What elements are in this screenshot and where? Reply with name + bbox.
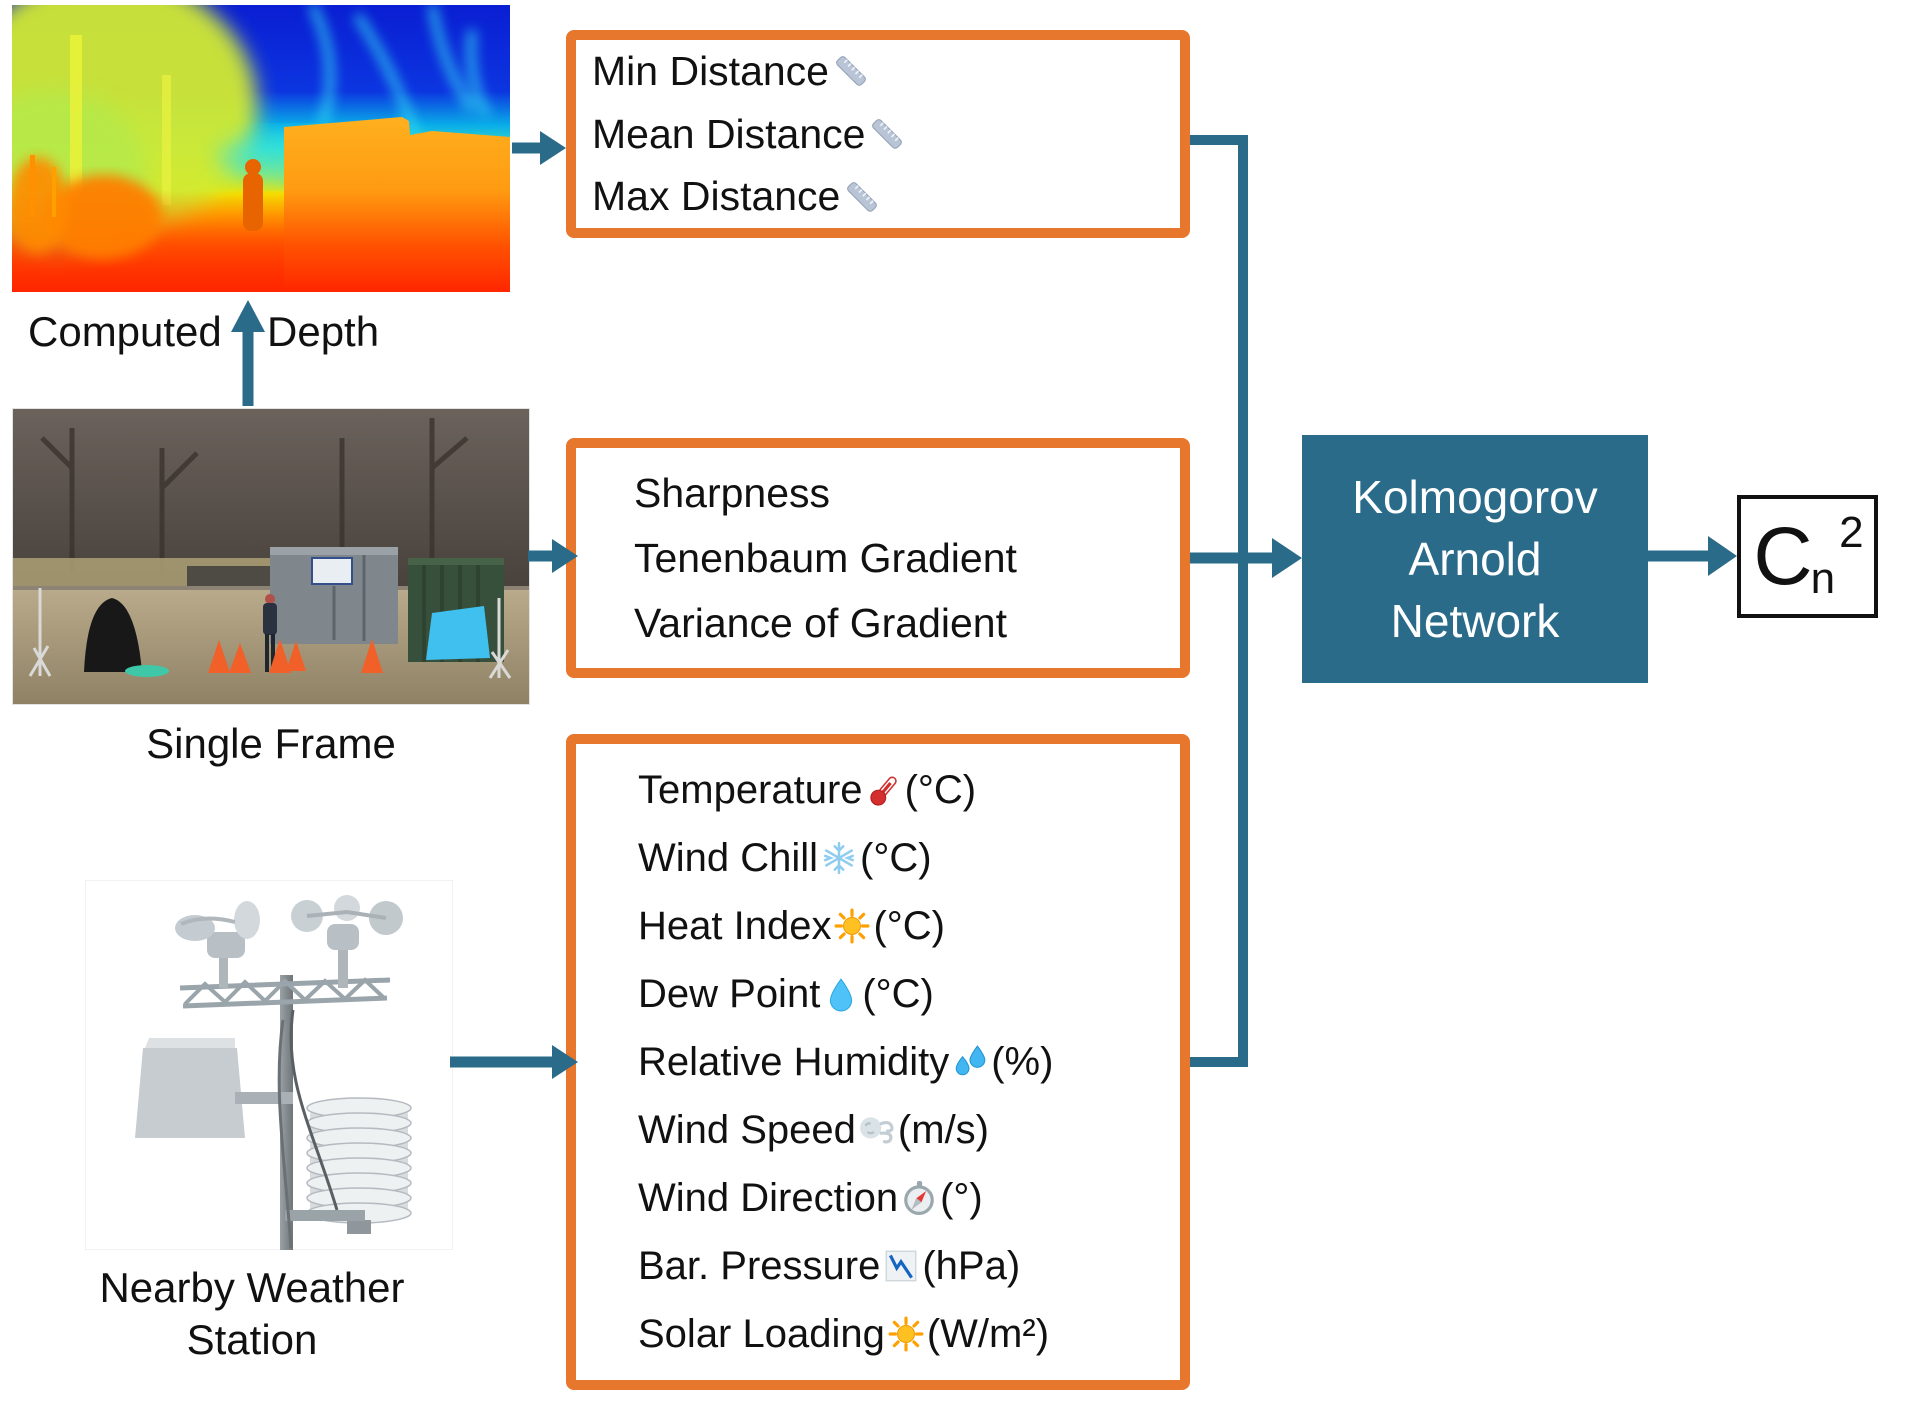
cn2-subscript: n — [1810, 553, 1836, 603]
computed-depth-image — [12, 5, 510, 292]
weather-station-label-line1: Nearby Weather — [99, 1264, 405, 1311]
solar-loading-label: Solar Loading — [638, 1312, 885, 1356]
computed-depth-label-right: Depth — [267, 308, 380, 355]
dew-point-unit: (°C) — [862, 972, 934, 1016]
sweat-droplets-icon — [952, 1044, 988, 1080]
cn2-base: C — [1753, 510, 1813, 602]
computed-depth-label-left: Computed — [28, 308, 222, 355]
weather-station-image — [85, 880, 453, 1250]
ruler-icon — [843, 178, 881, 216]
weather-station-label: Nearby Weather Station — [12, 1262, 492, 1366]
wind-direction-unit: (°) — [940, 1176, 983, 1220]
boxes-to-kan-arrowhead — [1272, 538, 1302, 578]
feature-row-wind-direction: Wind Direction (°) — [638, 1164, 1180, 1232]
max-distance-label: Max Distance — [592, 173, 841, 220]
heat-index-unit: (°C) — [873, 904, 945, 948]
wind-speed-unit: (m/s) — [897, 1108, 989, 1152]
frame-to-depth-arrowhead — [231, 300, 265, 332]
feature-row-wind-speed: Wind Speed (m/s) — [638, 1096, 1180, 1164]
feature-row-sharpness: Sharpness — [634, 461, 1180, 526]
relative-humidity-unit: (%) — [991, 1040, 1054, 1084]
image-features-box: Sharpness Tenenbaum Gradient Variance of… — [566, 438, 1190, 678]
kan-line3: Network — [1390, 595, 1560, 647]
wind-speed-label: Wind Speed — [638, 1108, 856, 1152]
thermometer-icon — [866, 772, 902, 808]
chart-decreasing-icon — [883, 1248, 919, 1284]
sun-icon — [888, 1316, 924, 1352]
bar-pressure-label: Bar. Pressure — [638, 1244, 881, 1288]
weather-features-box: Temperature (°C) Wind Chill (°C) Heat In… — [566, 734, 1190, 1390]
single-frame-image — [12, 408, 530, 705]
sun-icon — [834, 908, 870, 944]
kan-to-output-arrowhead — [1708, 536, 1737, 576]
kolmogorov-arnold-network-box: Kolmogorov Arnold Network — [1302, 435, 1648, 683]
feature-row-solar-loading: Solar Loading (W/m²) — [638, 1300, 1180, 1368]
temperature-unit: (°C) — [904, 768, 977, 812]
sharpness-label: Sharpness — [634, 469, 831, 516]
distance-features-box: Min Distance Mean Distance Max Distance — [566, 30, 1190, 238]
variance-gradient-label: Variance of Gradient — [634, 599, 1008, 646]
wind-chill-unit: (°C) — [860, 836, 932, 880]
feature-row-dew-point: Dew Point (°C) — [638, 960, 1180, 1028]
ruler-icon — [868, 115, 906, 153]
feature-row-bar-pressure: Bar. Pressure (hPa) — [638, 1232, 1180, 1300]
weather-station-label-line2: Station — [186, 1316, 318, 1363]
ruler-icon — [832, 52, 870, 90]
snowflake-icon — [821, 840, 857, 876]
merge-trunk-line — [1190, 135, 1248, 1067]
heat-index-label: Heat Index — [638, 904, 832, 948]
tenenbaum-gradient-label: Tenenbaum Gradient — [634, 534, 1017, 581]
feature-row-tenenbaum: Tenenbaum Gradient — [634, 526, 1180, 591]
wind-chill-label: Wind Chill — [638, 836, 819, 880]
dew-point-label: Dew Point — [638, 972, 821, 1016]
feature-row-heat-index: Heat Index (°C) — [638, 892, 1180, 960]
feature-row-relative-humidity: Relative Humidity (%) — [638, 1028, 1180, 1096]
kan-line2: Arnold — [1408, 533, 1542, 585]
feature-row-temperature: Temperature (°C) — [638, 756, 1180, 824]
feature-row-max-distance: Max Distance — [592, 165, 1180, 228]
feature-row-mean-distance: Mean Distance — [592, 103, 1180, 166]
cn2-superscript: 2 — [1839, 507, 1864, 557]
droplet-icon — [823, 976, 859, 1012]
wind-face-icon — [859, 1112, 895, 1148]
relative-humidity-label: Relative Humidity — [638, 1040, 950, 1084]
depth-to-distance-arrowhead — [540, 131, 566, 165]
feature-row-min-distance: Min Distance — [592, 40, 1180, 103]
feature-row-wind-chill: Wind Chill (°C) — [638, 824, 1180, 892]
bar-pressure-unit: (hPa) — [922, 1244, 1021, 1288]
single-frame-label: Single Frame — [146, 720, 396, 767]
min-distance-label: Min Distance — [592, 47, 829, 94]
solar-loading-unit: (W/m²) — [926, 1312, 1050, 1356]
mean-distance-label: Mean Distance — [592, 110, 866, 157]
temperature-label: Temperature — [638, 768, 863, 812]
feature-row-variance: Variance of Gradient — [634, 591, 1180, 656]
wind-direction-label: Wind Direction — [638, 1176, 899, 1220]
compass-icon — [901, 1180, 937, 1216]
kan-line1: Kolmogorov — [1352, 471, 1598, 523]
